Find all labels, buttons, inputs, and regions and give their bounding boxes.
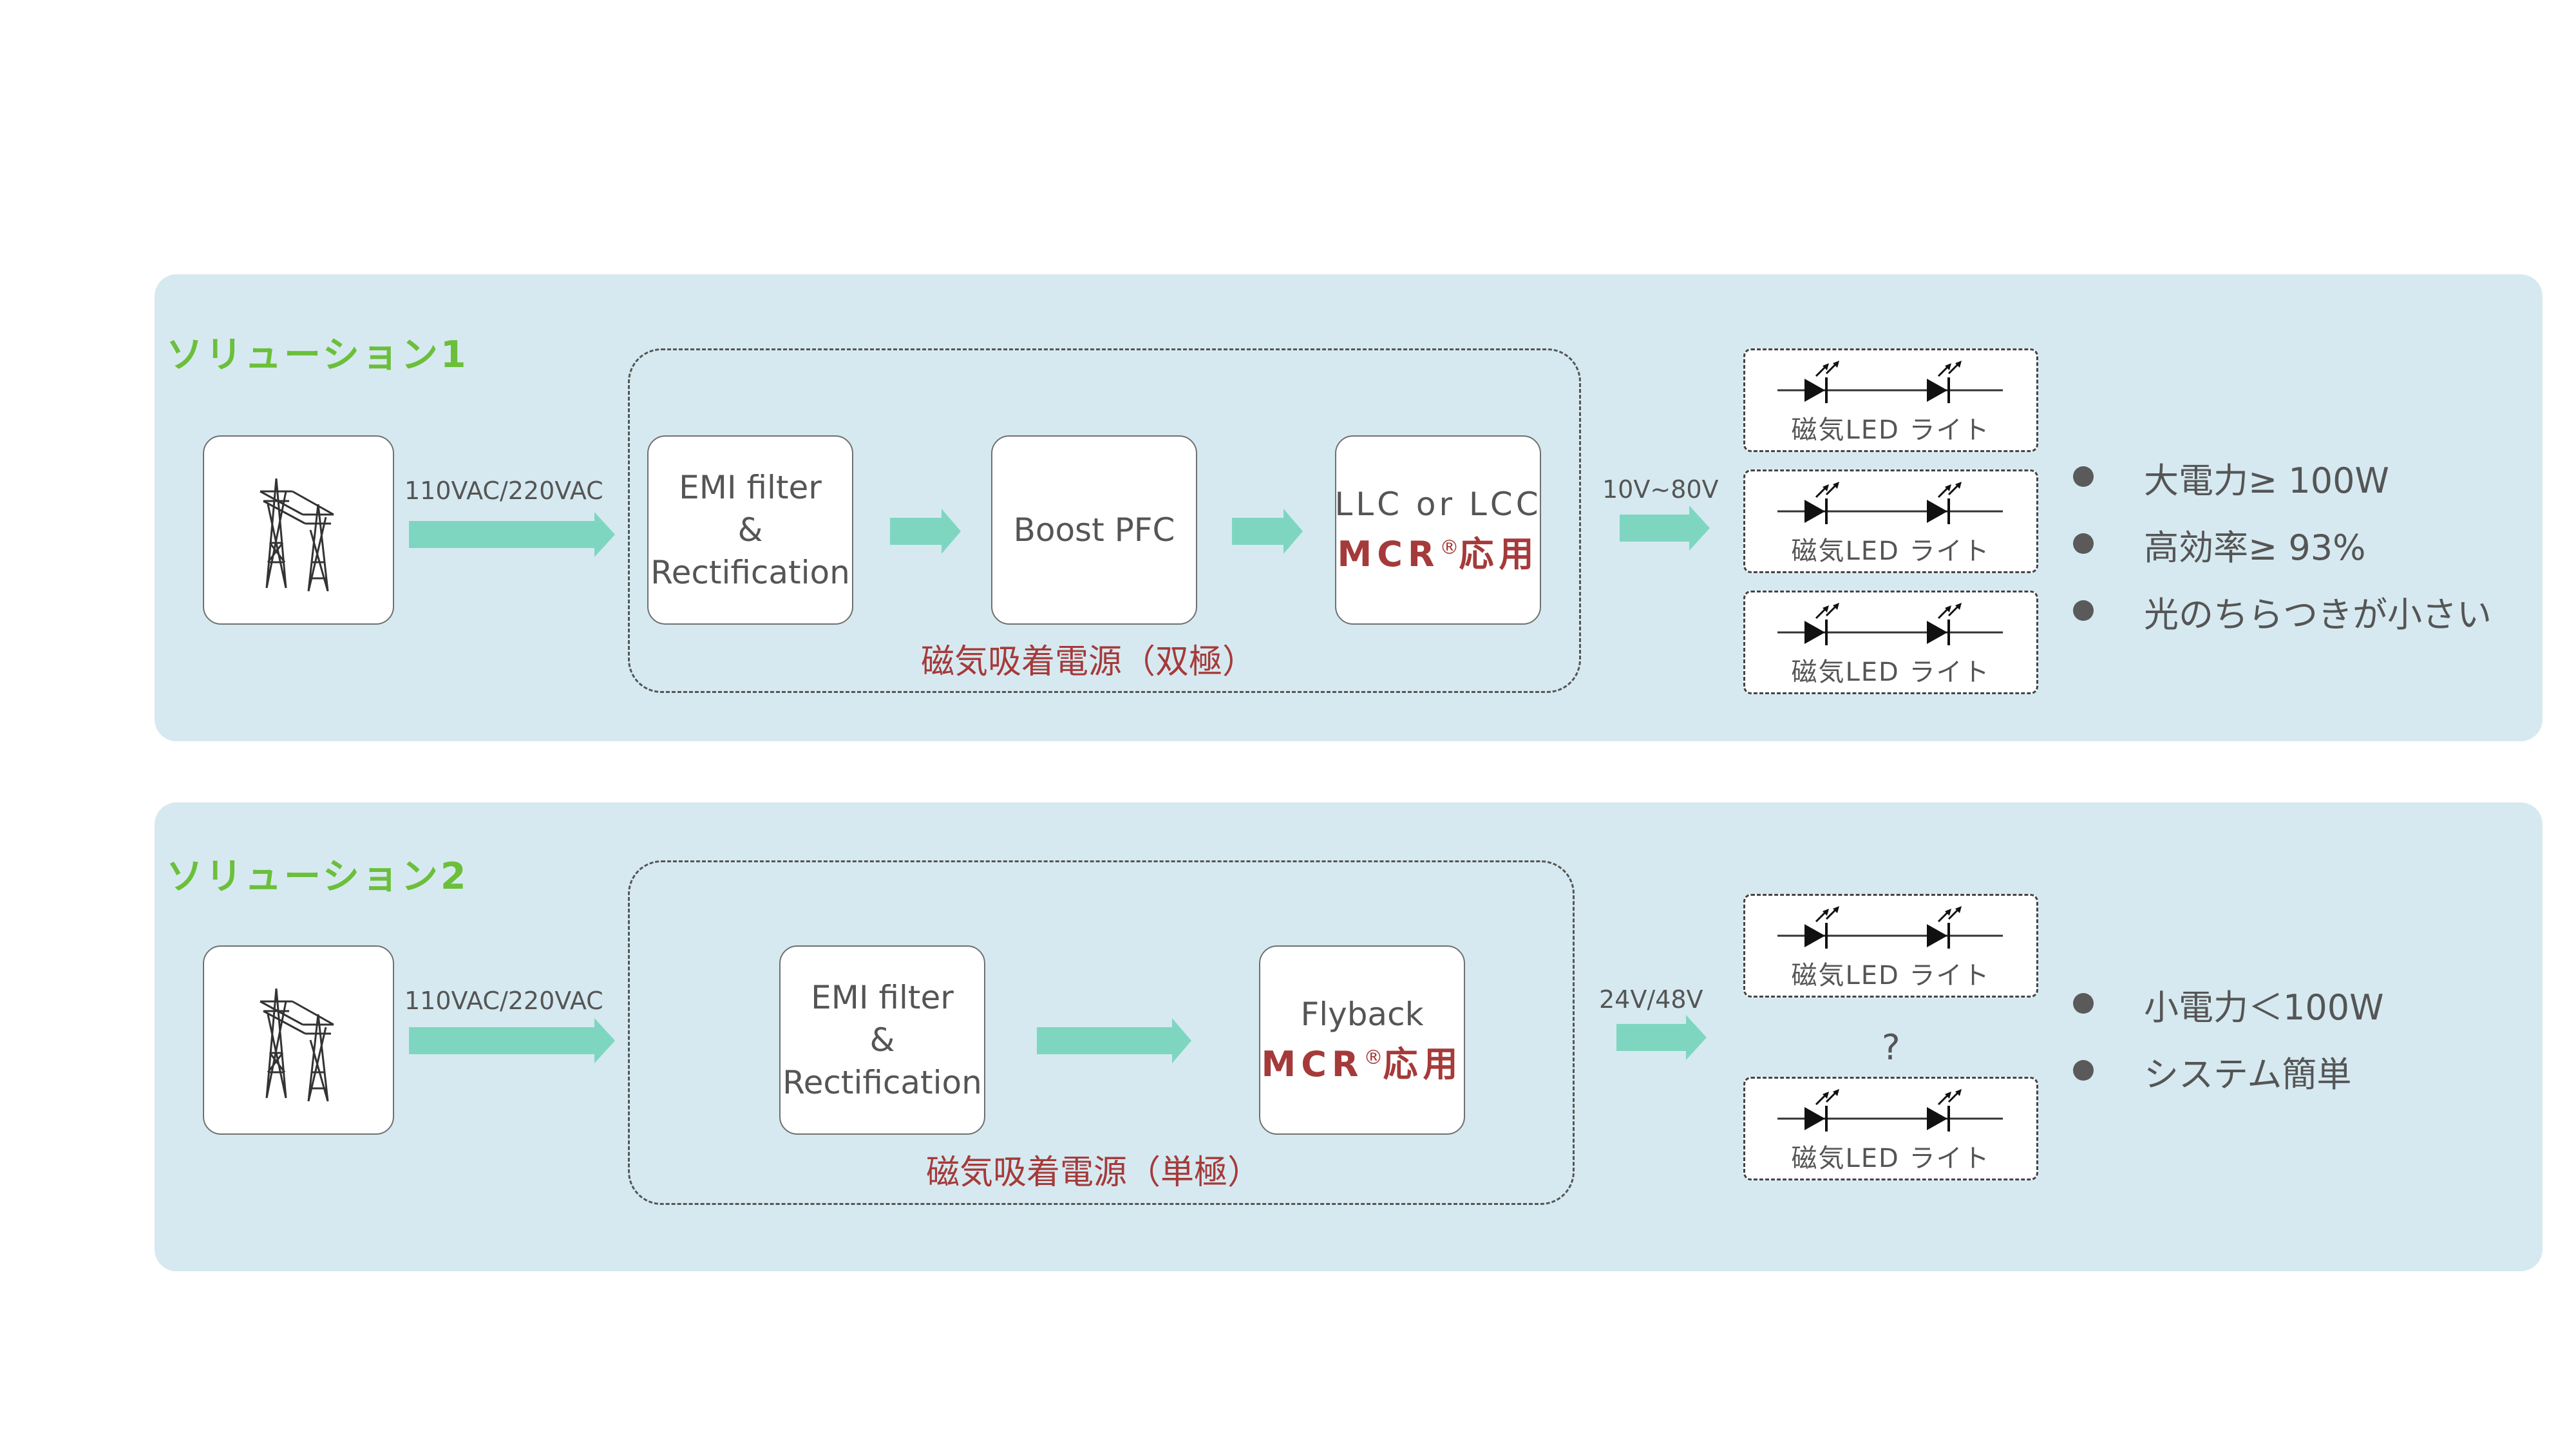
emi-line-1: EMI filter <box>679 469 822 506</box>
group-label-1: 磁気吸着電源（双極） <box>921 643 1256 681</box>
ellipsis-mark: ? <box>1882 1027 1900 1068</box>
output-voltage-label-2: 24V/48V <box>1599 985 1703 1014</box>
solution-1-title: ソリューション1 <box>166 334 469 376</box>
output-arrow-2 <box>1616 1015 1707 1060</box>
led-light-module: 磁気LED ライト <box>1743 894 2038 998</box>
bullet-dot <box>2073 600 2094 621</box>
led-diode-icon <box>1777 1089 2003 1132</box>
emi-line-3: Rectification <box>782 1064 982 1101</box>
magnetic-power-supply-group-2 <box>628 860 1575 1205</box>
bullet-dot <box>2073 1060 2094 1081</box>
solution-2-title: ソリューション2 <box>166 855 469 898</box>
led-diode-icon <box>1777 906 2003 949</box>
mcr-application-label-2: MCR®応用 <box>1261 1044 1463 1084</box>
led-light-label: 磁気LED ライト <box>1791 536 1991 566</box>
input-arrow-2 <box>409 1018 615 1063</box>
magnetic-power-supply-group-1 <box>628 348 1581 693</box>
output-arrow-1 <box>1620 506 1710 551</box>
flyback-label: Flyback <box>1300 996 1424 1033</box>
output-voltage-label-1: 10V~80V <box>1602 475 1719 504</box>
power-source-2 <box>203 945 394 1135</box>
led-light-module: 磁気LED ライト <box>1743 348 2038 452</box>
led-light-module: 磁気LED ライト <box>1743 591 2038 694</box>
led-diode-icon <box>1777 603 2003 645</box>
led-light-label: 磁気LED ライト <box>1791 415 1991 445</box>
bullet-dot <box>2073 466 2094 487</box>
stage-arrow-1b <box>1232 509 1303 554</box>
feature-item: 光のちらつきが小さい <box>2073 586 2492 637</box>
power-tower-icon <box>259 478 334 592</box>
input-arrow-1 <box>409 512 615 557</box>
emi-filter-box-2: EMI filter & Rectification <box>779 945 985 1135</box>
boost-pfc-label: Boost PFC <box>1013 511 1175 549</box>
input-voltage-label-1: 110VAC/220VAC <box>404 477 603 505</box>
feature-item: 高効率≥ 93% <box>2073 519 2365 570</box>
boost-pfc-box: Boost PFC <box>991 435 1197 625</box>
bullet-dot <box>2073 993 2094 1014</box>
input-voltage-label-2: 110VAC/220VAC <box>404 987 603 1015</box>
power-tower-icon <box>259 988 334 1102</box>
led-light-module: 磁気LED ライト <box>1743 469 2038 573</box>
emi-line-3: Rectification <box>650 554 850 591</box>
llc-lcc-label: LLC or LCC <box>1334 486 1542 523</box>
stage-arrow-2 <box>1037 1018 1191 1063</box>
flyback-box: Flyback MCR®応用 <box>1259 945 1465 1135</box>
led-light-label: 磁気LED ライト <box>1791 961 1991 990</box>
feature-item: 小電力＜100W <box>2073 979 2383 1030</box>
led-light-module: 磁気LED ライト <box>1743 1077 2038 1180</box>
feature-item: システム簡単 <box>2073 1046 2351 1097</box>
emi-line-2: & <box>737 511 763 549</box>
led-diode-icon <box>1777 482 2003 524</box>
stage-arrow-1a <box>890 509 961 554</box>
llc-lcc-box: LLC or LCC MCR®応用 <box>1334 435 1542 625</box>
emi-filter-box-1: EMI filter & Rectification <box>647 435 853 625</box>
bullet-dot <box>2073 533 2094 554</box>
led-light-label: 磁気LED ライト <box>1791 1144 1991 1173</box>
group-label-2: 磁気吸着電源（単極） <box>926 1153 1262 1192</box>
feature-item: 大電力≥ 100W <box>2073 452 2389 503</box>
led-light-label: 磁気LED ライト <box>1791 658 1991 687</box>
emi-line-2: & <box>869 1021 895 1059</box>
mcr-application-label-1: MCR®応用 <box>1337 534 1539 574</box>
led-diode-icon <box>1777 361 2003 403</box>
power-source-1 <box>203 435 394 625</box>
emi-line-1: EMI filter <box>811 979 954 1016</box>
